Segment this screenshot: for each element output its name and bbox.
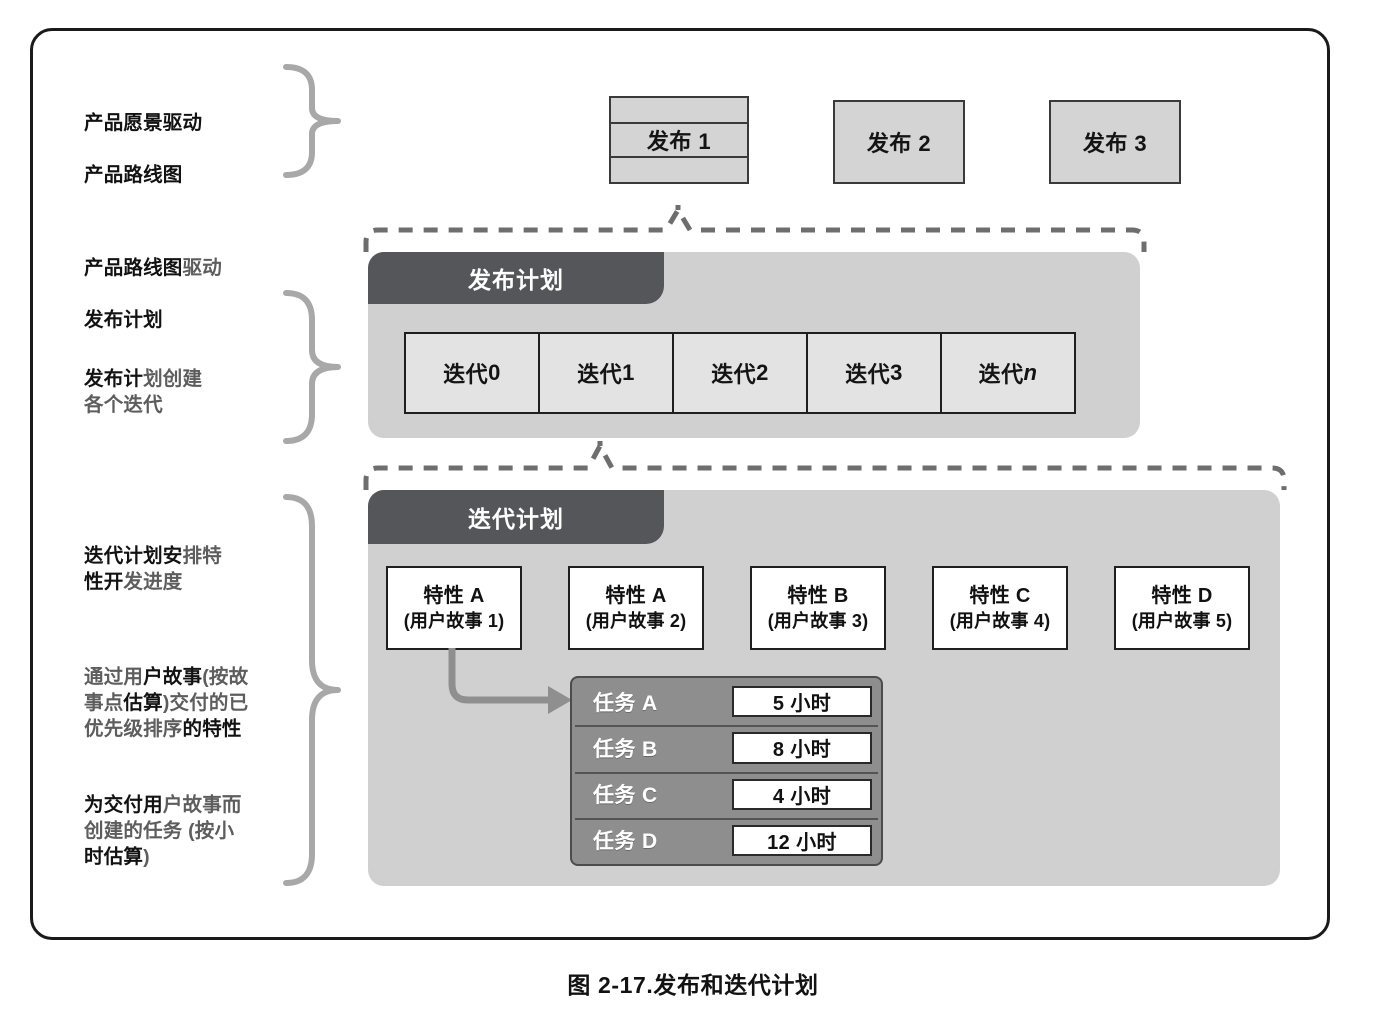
iteration-index: n <box>1023 360 1038 385</box>
task-estimate: 8 小时 <box>732 732 872 764</box>
feature-subtitle: (用户故事 4) <box>949 610 1051 631</box>
feature-box-5[interactable]: 特性 D (用户故事 5) <box>1114 566 1250 650</box>
iteration-index: 1 <box>622 360 635 385</box>
iteration-label: 迭代 <box>978 362 1024 387</box>
feature-box-3[interactable]: 特性 B (用户故事 3) <box>750 566 886 650</box>
feature-subtitle: (用户故事 5) <box>1131 610 1233 631</box>
task-estimate: 12 小时 <box>732 824 872 856</box>
feature-subtitle: (用户故事 2) <box>585 610 687 631</box>
iteration-list: 迭代 0 迭代 1 迭代 2 迭代 3 迭代 n <box>404 332 1076 414</box>
release-band-top <box>611 98 747 122</box>
feature-title: 特性 D <box>1151 584 1213 607</box>
feature-title: 特性 C <box>969 584 1031 607</box>
figure-caption: 图 2-17.发布和迭代计划 <box>567 972 819 998</box>
iteration-plan-header-label: 迭代计划 <box>468 506 564 532</box>
annotation-line: 产品路线图 <box>84 256 183 279</box>
feature-title: 特性 B <box>787 584 849 607</box>
release-plan-header-label: 发布计划 <box>468 267 564 293</box>
annotation-line: 时估算 <box>84 846 144 869</box>
task-estimate: 5 小时 <box>732 686 872 718</box>
annotation-line: 通过用 <box>84 666 144 689</box>
dashed-connector-iteration-to-plan <box>363 434 1287 490</box>
task-row[interactable]: 任务 A 5 小时 <box>575 681 878 723</box>
annotation-line: 排特 <box>182 545 222 568</box>
feature-subtitle: (用户故事 3) <box>767 610 869 631</box>
dashed-connector-release-to-plan <box>363 198 1147 252</box>
iteration-cell-n[interactable]: 迭代 n <box>942 334 1074 412</box>
feature-box-4[interactable]: 特性 C (用户故事 4) <box>932 566 1068 650</box>
release-plan-header: 发布计划 <box>368 252 664 304</box>
iteration-index: 3 <box>890 360 903 385</box>
annotation-line: 产品路线图 <box>84 164 183 187</box>
iteration-cell-3[interactable]: 迭代 3 <box>808 334 942 412</box>
iteration-label: 迭代 <box>443 362 489 387</box>
feature-box-1[interactable]: 特性 A (用户故事 1) <box>386 566 522 650</box>
feature-title: 特性 A <box>605 584 667 607</box>
release-band-bottom <box>611 158 747 182</box>
feature-box-2[interactable]: 特性 A (用户故事 2) <box>568 566 704 650</box>
annotation-user-stories-features: 通过用户故事(按故 事点估算)交付的已 优先级排序的特性 <box>84 638 306 743</box>
task-name: 任务 B <box>593 737 658 761</box>
release-label: 发布 1 <box>646 129 712 154</box>
annotation-line: (按故 事点 <box>84 666 249 715</box>
annotation-release-creates-iterations: 发布计划创建 各个迭代 <box>84 340 299 418</box>
annotation-line: 发布计划 <box>84 309 163 331</box>
annotation-iteration-schedules-features: 迭代计划安排特 性开发进度 <box>84 517 299 595</box>
feature-subtitle: (用户故事 1) <box>403 610 505 631</box>
task-row[interactable]: 任务 C 4 小时 <box>575 771 878 815</box>
release-box-1[interactable]: 发布 1 <box>609 96 749 184</box>
release-label: 发布 2 <box>866 131 932 156</box>
annotation-line: 划创建 各个迭代 <box>84 368 203 417</box>
iteration-index: 2 <box>756 360 769 385</box>
iteration-cell-2[interactable]: 迭代 2 <box>674 334 808 412</box>
task-row[interactable]: 任务 D 12 小时 <box>575 817 878 861</box>
annotation-line: 户故事 <box>143 666 203 689</box>
feature-title: 特性 A <box>423 584 485 607</box>
brace-iteration-plan <box>283 494 341 886</box>
annotation-line: 迭代计划安 <box>84 545 183 568</box>
annotation-line: 户故事而 创建的任务 (按小 <box>84 794 242 843</box>
annotation-line: 为交付用 <box>84 794 163 817</box>
arrow-feature-to-tasks <box>448 648 572 714</box>
iteration-label: 迭代 <box>845 362 891 387</box>
iteration-cell-1[interactable]: 迭代 1 <box>540 334 674 412</box>
release-band-middle: 发布 1 <box>611 122 747 158</box>
iteration-cell-0[interactable]: 迭代 0 <box>406 334 540 412</box>
task-list: 任务 A 5 小时 任务 B 8 小时 任务 C 4 小时 任务 D 12 小时 <box>570 676 883 866</box>
annotation-vision-roadmap: 产品愿景驱动 产品路线图 产品路线图驱动 发布计划 <box>84 84 294 359</box>
task-name: 任务 D <box>593 830 658 854</box>
annotation-line: 产品愿景驱动 <box>84 112 203 135</box>
task-name: 任务 C <box>593 784 658 808</box>
annotation-line: 发布计 <box>84 368 144 391</box>
release-box-3[interactable]: 发布 3 <box>1049 100 1181 184</box>
annotation-line: 发进度 <box>123 571 183 594</box>
task-name: 任务 A <box>593 691 658 715</box>
iteration-plan-header: 迭代计划 <box>368 490 664 544</box>
release-box-2[interactable]: 发布 2 <box>833 100 965 184</box>
annotation-line: ) <box>143 846 150 869</box>
release-label: 发布 3 <box>1082 131 1148 156</box>
iteration-label: 迭代 <box>711 362 757 387</box>
annotation-line: 性开 <box>84 571 124 594</box>
task-row[interactable]: 任务 B 8 小时 <box>575 725 878 769</box>
brace-release-creates-iterations <box>283 290 341 444</box>
iteration-index: 0 <box>488 360 501 385</box>
annotation-line: )交付的已 优先级排序 <box>84 692 249 741</box>
annotation-line: 估算 <box>123 692 163 715</box>
annotation-line: 的特性 <box>182 718 242 741</box>
task-estimate: 4 小时 <box>732 778 872 810</box>
brace-vision-roadmap <box>283 64 341 178</box>
annotation-tasks-for-stories: 为交付用户故事而 创建的任务 (按小 时估算) <box>84 766 306 871</box>
annotation-line: 驱动 <box>182 256 222 279</box>
iteration-label: 迭代 <box>577 362 623 387</box>
